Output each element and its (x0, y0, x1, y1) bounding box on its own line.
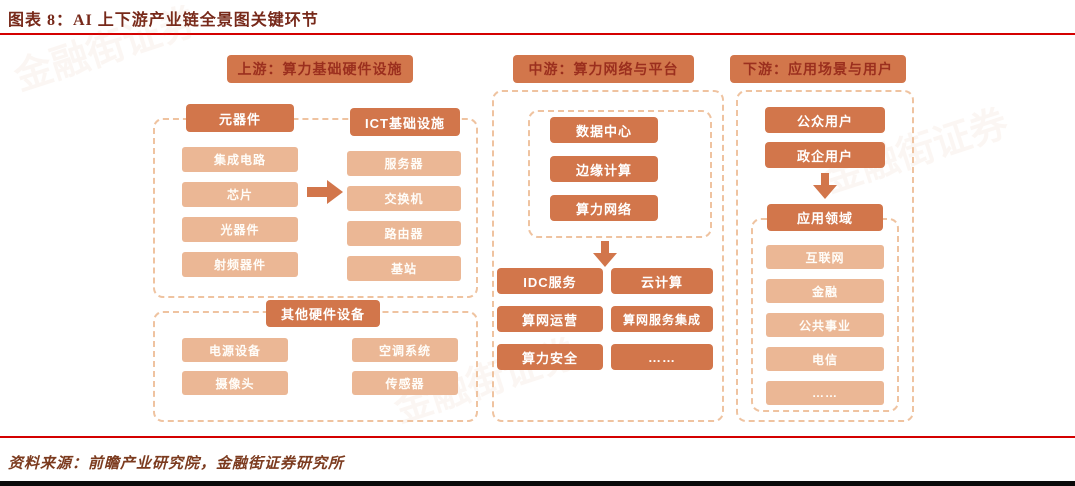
application-field-item: 互联网 (766, 245, 884, 269)
midstream-core-item: 边缘计算 (550, 156, 658, 182)
downstream-header: 下游：应用场景与用户 (730, 55, 906, 83)
application-fields-title: 应用领域 (767, 204, 883, 231)
downstream-user-item: 公众用户 (765, 107, 885, 133)
midstream-core-item: 算力网络 (550, 195, 658, 221)
figure-source: 资料来源：前瞻产业研究院，金融街证券研究所 (8, 456, 345, 472)
downstream-user-item: 政企用户 (765, 142, 885, 168)
figure-title: 图表 8：AI 上下游产业链全景图关键环节 (8, 12, 319, 29)
page-bottom-rule (0, 481, 1075, 486)
upstream-other-dashed-box (153, 311, 478, 422)
upstream-hardware-dashed-box (153, 118, 478, 298)
ict-item: 路由器 (347, 221, 461, 246)
midstream-service-item: 云计算 (611, 268, 713, 294)
ict-item: 基站 (347, 256, 461, 281)
other-hardware-group-title: 其他硬件设备 (266, 300, 380, 327)
components-item: 光器件 (182, 217, 298, 242)
application-fields-dashed-box (751, 218, 899, 412)
components-item: 射频器件 (182, 252, 298, 277)
midstream-core-item: 数据中心 (550, 117, 658, 143)
down-arrow-icon (813, 173, 837, 199)
midstream-header: 中游：算力网络与平台 (513, 55, 694, 83)
midstream-core-dashed-box (528, 110, 712, 238)
other-hardware-item: 摄像头 (182, 371, 288, 395)
components-item: 集成电路 (182, 147, 298, 172)
downstream-outer-dashed-box (736, 90, 914, 422)
midstream-outer-dashed-box (492, 90, 724, 422)
down-arrow-icon (593, 241, 617, 267)
application-field-item: 金融 (766, 279, 884, 303)
ict-item: 服务器 (347, 151, 461, 176)
top-red-rule (0, 33, 1075, 35)
midstream-service-item: 算力安全 (497, 344, 603, 370)
components-item: 芯片 (182, 182, 298, 207)
right-arrow-icon (307, 180, 343, 204)
upstream-header: 上游：算力基础硬件设施 (227, 55, 413, 83)
bottom-red-rule (0, 436, 1075, 438)
application-field-item: …… (766, 381, 884, 405)
midstream-service-item: 算网运营 (497, 306, 603, 332)
other-hardware-item: 电源设备 (182, 338, 288, 362)
midstream-service-item: 算网服务集成 (611, 306, 713, 332)
midstream-service-item: …… (611, 344, 713, 370)
components-group-title: 元器件 (186, 104, 294, 132)
other-hardware-item: 空调系统 (352, 338, 458, 362)
application-field-item: 公共事业 (766, 313, 884, 337)
ict-item: 交换机 (347, 186, 461, 211)
ict-group-title: ICT基础设施 (350, 108, 460, 136)
other-hardware-item: 传感器 (352, 371, 458, 395)
midstream-service-item: IDC服务 (497, 268, 603, 294)
application-field-item: 电信 (766, 347, 884, 371)
